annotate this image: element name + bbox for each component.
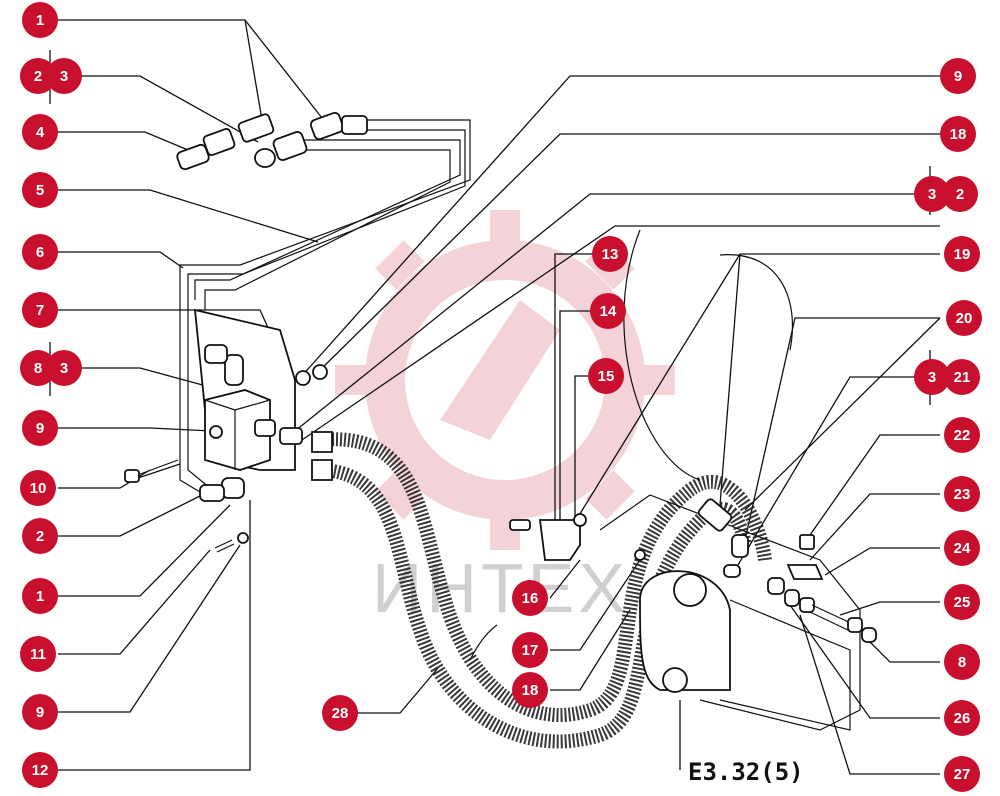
callout-c3c[interactable]: 3 [914, 176, 950, 212]
svg-text:3: 3 [60, 360, 68, 377]
svg-text:27: 27 [954, 766, 971, 783]
pump-motor [509, 229, 861, 731]
svg-text:17: 17 [522, 642, 539, 659]
callout-c25[interactable]: 25 [944, 584, 980, 620]
svg-text:22: 22 [954, 427, 971, 444]
callout-badges: 1 2 3 4 5 6 7 8 3 9 10 2 1 11 9 12 28 9 … [20, 2, 982, 792]
callout-c17[interactable]: 17 [512, 632, 548, 668]
callout-c27[interactable]: 27 [944, 756, 980, 792]
svg-text:1: 1 [36, 12, 44, 29]
callout-c16[interactable]: 16 [512, 580, 548, 616]
svg-text:2: 2 [34, 68, 42, 85]
callout-c9b[interactable]: 9 [22, 694, 58, 730]
svg-text:9: 9 [954, 68, 962, 85]
svg-text:9: 9 [36, 420, 44, 437]
right-fittings [767, 534, 877, 643]
callout-c12[interactable]: 12 [22, 752, 58, 788]
callout-c3a[interactable]: 3 [46, 58, 82, 94]
callout-c23[interactable]: 23 [944, 476, 980, 512]
callout-c4[interactable]: 4 [22, 114, 58, 150]
svg-text:10: 10 [30, 480, 47, 497]
svg-text:13: 13 [602, 246, 619, 263]
svg-text:19: 19 [954, 246, 971, 263]
diagram-code: E3.32(5) [688, 758, 804, 786]
fittings-group-top [176, 111, 368, 171]
callout-c9a[interactable]: 9 [22, 410, 58, 446]
svg-text:4: 4 [36, 124, 45, 141]
callout-c2b[interactable]: 2 [22, 518, 58, 554]
svg-text:2: 2 [956, 186, 964, 203]
rigid-pipes [179, 119, 471, 496]
svg-text:7: 7 [36, 302, 44, 319]
svg-text:3: 3 [928, 186, 936, 203]
callout-c15[interactable]: 15 [588, 358, 624, 394]
callout-c28[interactable]: 28 [322, 695, 358, 731]
svg-text:11: 11 [30, 646, 46, 663]
svg-text:18: 18 [522, 682, 539, 699]
svg-text:8: 8 [958, 654, 966, 671]
callout-c8a[interactable]: 8 [20, 350, 56, 386]
svg-text:5: 5 [36, 182, 44, 199]
callout-c1a[interactable]: 1 [22, 2, 58, 38]
svg-text:12: 12 [32, 762, 49, 779]
svg-text:8: 8 [34, 360, 42, 377]
svg-text:16: 16 [522, 590, 539, 607]
svg-text:25: 25 [954, 594, 971, 611]
svg-text:18: 18 [950, 126, 967, 143]
svg-text:24: 24 [954, 540, 971, 557]
callout-c14[interactable]: 14 [590, 293, 626, 329]
callout-c11[interactable]: 11 [20, 636, 56, 672]
svg-text:2: 2 [36, 528, 44, 545]
callout-c5[interactable]: 5 [22, 172, 58, 208]
callout-c13[interactable]: 13 [592, 236, 628, 272]
callout-c10[interactable]: 10 [20, 470, 56, 506]
svg-text:14: 14 [600, 303, 617, 320]
callout-c1b[interactable]: 1 [22, 578, 58, 614]
svg-text:21: 21 [954, 369, 971, 386]
callout-c3b[interactable]: 3 [46, 350, 82, 386]
flexible-hoses [311, 431, 772, 749]
callout-c18b[interactable]: 18 [512, 672, 548, 708]
callout-c21[interactable]: 21 [944, 359, 980, 395]
callout-c18a[interactable]: 18 [940, 116, 976, 152]
svg-text:3: 3 [928, 369, 936, 386]
callout-c24[interactable]: 24 [944, 530, 980, 566]
callout-c6[interactable]: 6 [22, 234, 58, 270]
callout-c26[interactable]: 26 [944, 700, 980, 736]
svg-text:23: 23 [954, 486, 971, 503]
callout-c2a[interactable]: 2 [20, 58, 56, 94]
callout-c7[interactable]: 7 [22, 292, 58, 328]
callout-c20[interactable]: 20 [946, 300, 982, 336]
callout-c19[interactable]: 19 [944, 236, 980, 272]
callout-c8b[interactable]: 8 [944, 644, 980, 680]
svg-text:1: 1 [36, 588, 44, 605]
callout-c22[interactable]: 22 [944, 417, 980, 453]
svg-text:28: 28 [332, 705, 349, 722]
svg-text:26: 26 [954, 710, 971, 727]
svg-text:15: 15 [598, 368, 615, 385]
svg-text:9: 9 [36, 704, 44, 721]
svg-text:3: 3 [60, 68, 68, 85]
valve-block [124, 308, 328, 553]
svg-text:6: 6 [36, 244, 44, 261]
callout-c2c[interactable]: 2 [942, 176, 978, 212]
svg-text:20: 20 [956, 310, 973, 327]
callout-c3d[interactable]: 3 [914, 359, 950, 395]
callout-c9c[interactable]: 9 [940, 58, 976, 94]
